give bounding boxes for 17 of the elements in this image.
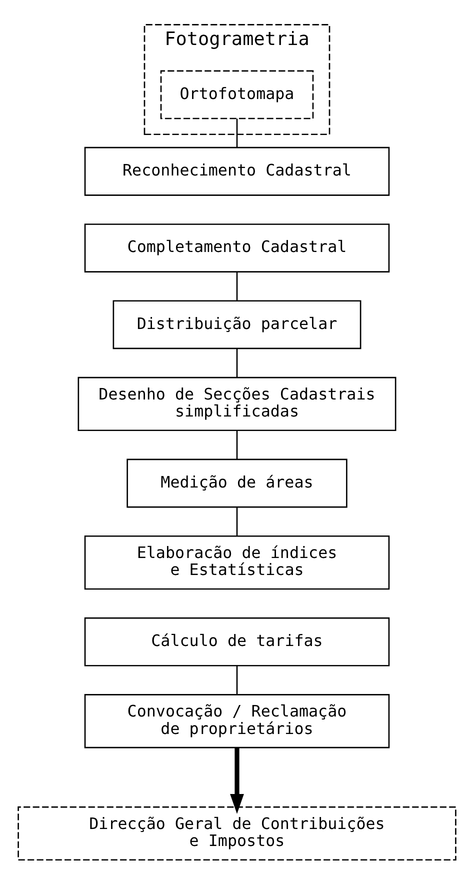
arrow [230,748,244,814]
node-box: Direcção Geral de Contribuições e Impostos [18,806,456,861]
connector [236,348,238,378]
node-box: Distribuição parcelar [112,300,362,350]
connector [236,430,238,460]
node-box: Reconhecimento Cadastral [84,146,390,196]
connector [236,507,238,536]
node-box: Ortofotomapa [160,70,314,120]
node-box: Desenho de Secções Cadastrais simplificadas [78,376,396,432]
node-box: Medição de áreas [126,458,348,508]
connector [236,666,238,694]
node-box: Elaboracão de índices e Estatísticas [84,535,390,590]
node-box: Completamento Cadastral [84,224,390,272]
node-box: Cálculo de tarifas [84,617,390,666]
connector [236,118,238,148]
node-box: Convocação / Reclamação de proprietários [84,694,390,748]
connector [236,272,238,301]
